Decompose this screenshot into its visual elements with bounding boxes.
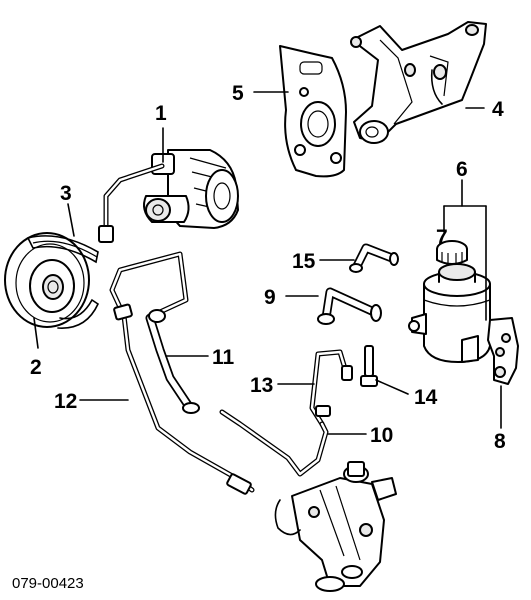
bleeder-fitting-part xyxy=(360,345,378,387)
leader-lines xyxy=(33,91,502,435)
return-tube-part xyxy=(219,349,353,477)
return-hose-part xyxy=(317,287,382,325)
elbow-hose-part xyxy=(349,243,399,273)
callout-3: 3 xyxy=(60,182,72,205)
callout-4: 4 xyxy=(492,98,504,121)
reservoir-bracket-part xyxy=(487,317,519,385)
callout-15: 15 xyxy=(292,250,316,273)
pump-bracket-plate-part xyxy=(279,45,347,178)
callout-7: 7 xyxy=(436,226,448,249)
reservoir-part xyxy=(408,263,491,363)
pump-bracket-part xyxy=(350,21,487,144)
callout-10: 10 xyxy=(370,424,393,447)
callout-14: 14 xyxy=(414,386,438,409)
callout-12: 12 xyxy=(54,390,77,413)
power-steering-pump-part xyxy=(98,149,239,243)
callout-labels: 1 2 3 4 5 6 7 8 9 10 11 12 13 14 15 xyxy=(30,82,506,453)
suction-hose-part xyxy=(145,309,200,414)
callout-13: 13 xyxy=(250,374,273,397)
reservoir-cap-part xyxy=(436,240,468,265)
callout-2: 2 xyxy=(30,356,42,379)
steering-gear-box-part xyxy=(274,461,397,592)
pressure-line-part xyxy=(109,251,255,495)
callout-11: 11 xyxy=(212,346,235,369)
callout-6: 6 xyxy=(456,158,468,181)
drive-belt-part xyxy=(26,235,100,329)
callout-8: 8 xyxy=(494,430,506,453)
callout-1: 1 xyxy=(155,102,167,125)
callout-9: 9 xyxy=(264,286,276,309)
pulley-part xyxy=(4,232,90,328)
callout-5: 5 xyxy=(232,82,244,105)
diagram-code: 079-00423 xyxy=(12,575,84,592)
